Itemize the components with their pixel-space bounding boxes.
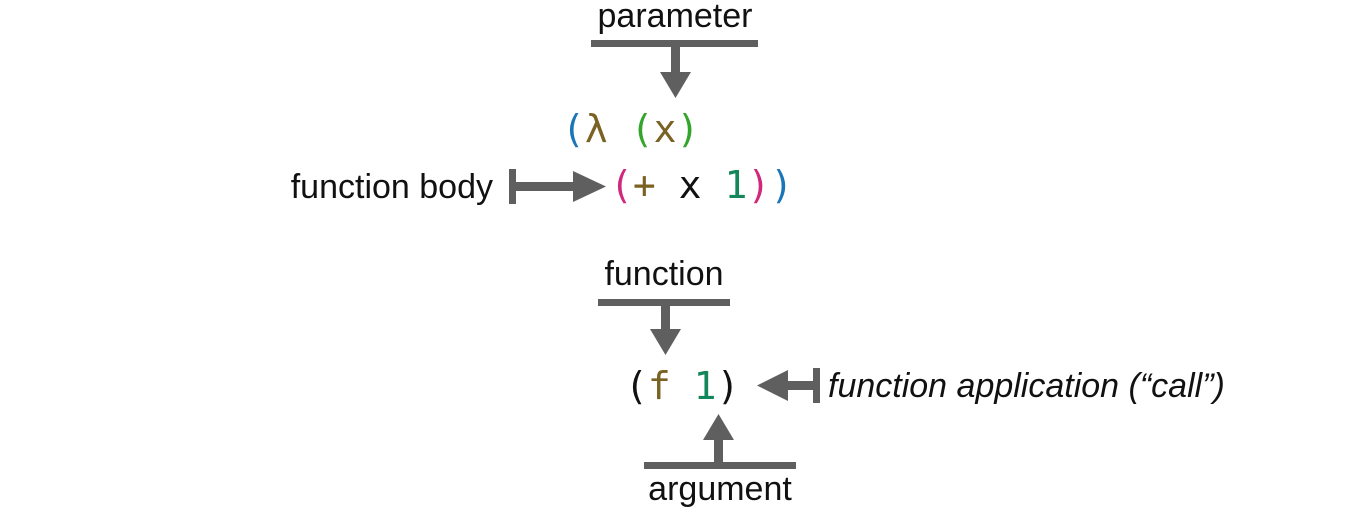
param-x: x bbox=[654, 107, 677, 151]
parameter-label: parameter bbox=[598, 0, 753, 35]
plus-operator: + bbox=[633, 163, 656, 207]
lambda-line-1: (λ (x) bbox=[562, 107, 699, 151]
body-number-1: 1 bbox=[724, 163, 747, 207]
call-expression: (f 1) bbox=[625, 364, 739, 408]
function-body-label: function body bbox=[291, 168, 493, 206]
param-open-paren: ( bbox=[631, 107, 654, 151]
call-close-paren: ) bbox=[717, 364, 740, 408]
application-left-arrow bbox=[757, 368, 820, 403]
function-application-label: function application (“call”) bbox=[828, 367, 1225, 405]
parameter-down-arrow bbox=[591, 40, 758, 98]
function-body-right-arrow bbox=[509, 169, 606, 204]
argument-label: argument bbox=[648, 470, 792, 508]
param-close-paren: ) bbox=[676, 107, 699, 151]
outer-open-paren: ( bbox=[562, 107, 585, 151]
call-argument-1: 1 bbox=[694, 364, 717, 408]
body-var-x: x bbox=[679, 163, 702, 207]
lambda-line-2: (+ x 1)) bbox=[610, 163, 793, 207]
call-open-paren: ( bbox=[625, 364, 648, 408]
argument-up-arrow bbox=[644, 414, 796, 469]
lambda-symbol: λ bbox=[585, 107, 608, 151]
body-close-paren: ) bbox=[747, 163, 770, 207]
function-label: function bbox=[604, 255, 723, 293]
call-function-f: f bbox=[648, 364, 671, 408]
function-down-arrow bbox=[598, 299, 730, 355]
outer-close-paren: ) bbox=[770, 163, 793, 207]
body-open-paren: ( bbox=[610, 163, 633, 207]
